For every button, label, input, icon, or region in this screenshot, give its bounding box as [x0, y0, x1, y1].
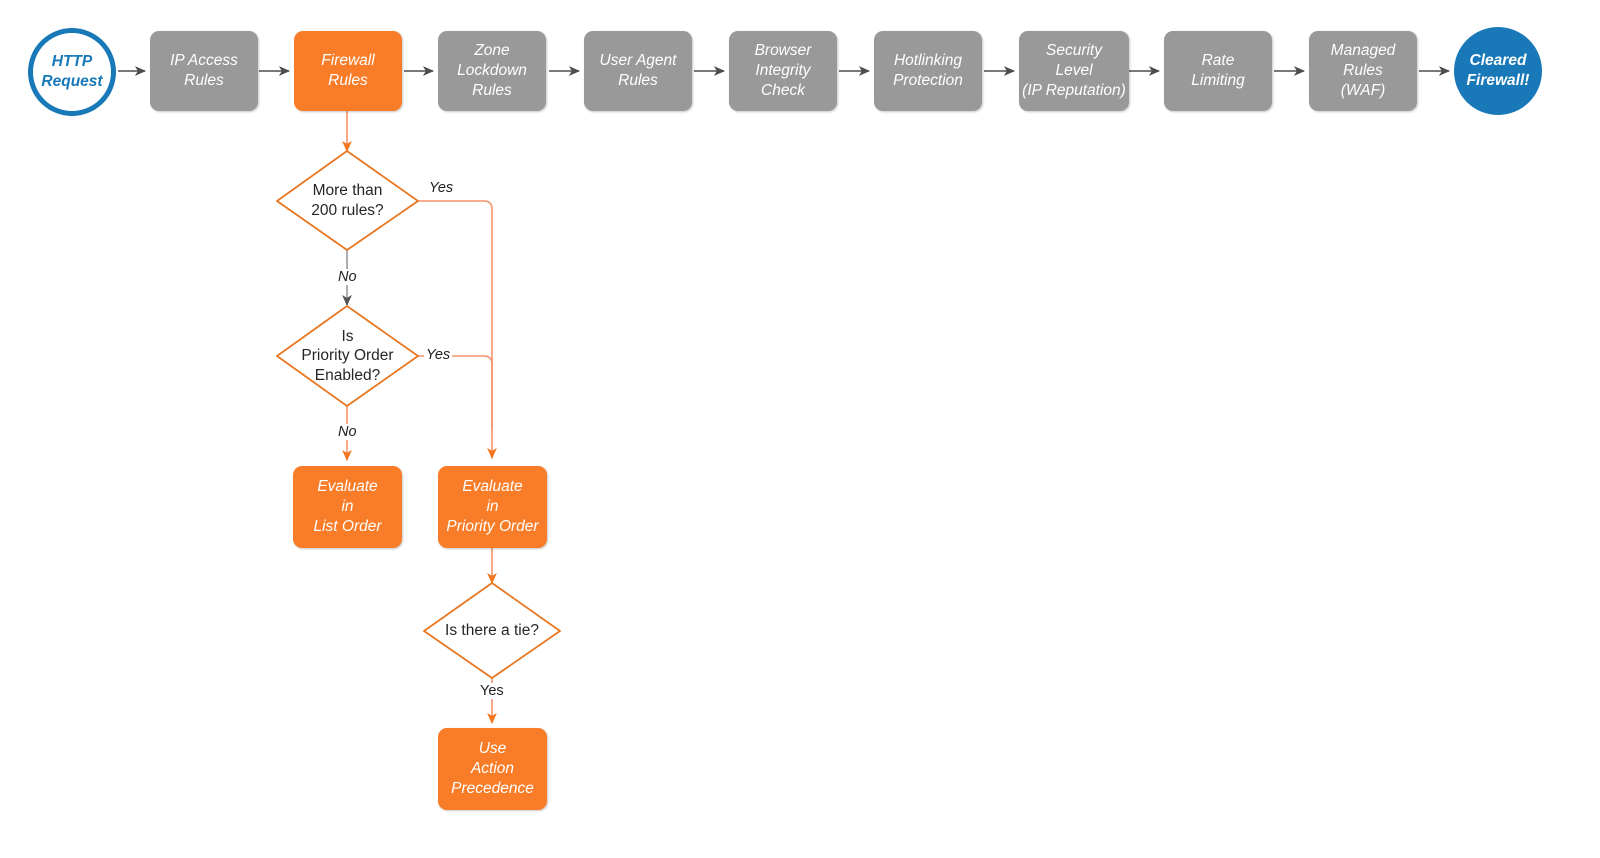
decision-label: Is there a tie? [445, 621, 539, 639]
node-label: User Agent Rules [599, 52, 677, 89]
node-label: Hotlinking Protection [893, 52, 963, 89]
node-rate-limiting[interactable]: Rate Limiting [1164, 31, 1272, 111]
edge-more-than-200-yes [418, 200, 497, 460]
node-firewall-rules[interactable]: Firewall Rules [294, 31, 402, 111]
decision-label: Is Priority Order Enabled? [301, 327, 394, 384]
node-evaluate-in-priority-order[interactable]: Evaluate in Priority Order [438, 466, 547, 548]
node-ip-access-rules[interactable]: IP Access Rules [150, 31, 258, 111]
node-label: HTTP Request [41, 53, 103, 90]
node-label: IP Access Rules [170, 52, 238, 89]
node-label: Cleared Firewall! [1466, 52, 1530, 89]
node-browser-integrity-check[interactable]: Browser Integrity Check [729, 31, 837, 111]
node-http-request[interactable]: HTTP Request [28, 28, 116, 116]
node-label: Use Action Precedence [451, 740, 534, 797]
edge-priority-order-yes [418, 355, 493, 430]
node-label: Evaluate in Priority Order [446, 478, 539, 535]
node-label: Evaluate in List Order [313, 478, 382, 535]
node-more-than-200-rules[interactable]: More than 200 rules? [277, 151, 418, 250]
node-label: Managed Rules (WAF) [1330, 42, 1396, 99]
edge-label-priority-order-yes: Yes [424, 347, 453, 363]
node-security-level[interactable]: Security Level (IP Reputation) [1019, 31, 1129, 111]
node-label: Security Level (IP Reputation) [1022, 42, 1126, 99]
edge-label-priority-order-no: No [336, 424, 359, 440]
edge-label-more-than-200-no: No [336, 269, 359, 285]
node-use-action-precedence[interactable]: Use Action Precedence [438, 728, 547, 810]
node-label: Rate Limiting [1191, 52, 1245, 89]
node-is-there-a-tie[interactable]: Is there a tie? [424, 583, 560, 678]
node-managed-rules-waf[interactable]: Managed Rules (WAF) [1309, 31, 1417, 111]
node-hotlinking-protection[interactable]: Hotlinking Protection [874, 31, 982, 111]
node-zone-lockdown-rules[interactable]: Zone Lockdown Rules [438, 31, 546, 111]
node-cleared-firewall[interactable]: Cleared Firewall! [1454, 27, 1542, 115]
edge-label-more-than-200-yes: Yes [427, 180, 456, 196]
node-is-priority-order-enabled[interactable]: Is Priority Order Enabled? [277, 306, 418, 406]
node-label: Firewall Rules [321, 52, 375, 89]
node-user-agent-rules[interactable]: User Agent Rules [584, 31, 692, 111]
node-label: Browser Integrity Check [754, 42, 812, 99]
decision-label: More than 200 rules? [311, 182, 384, 219]
node-evaluate-in-list-order[interactable]: Evaluate in List Order [293, 466, 402, 548]
edge-label-tie-yes: Yes [478, 683, 506, 699]
node-label: Zone Lockdown Rules [457, 42, 527, 99]
